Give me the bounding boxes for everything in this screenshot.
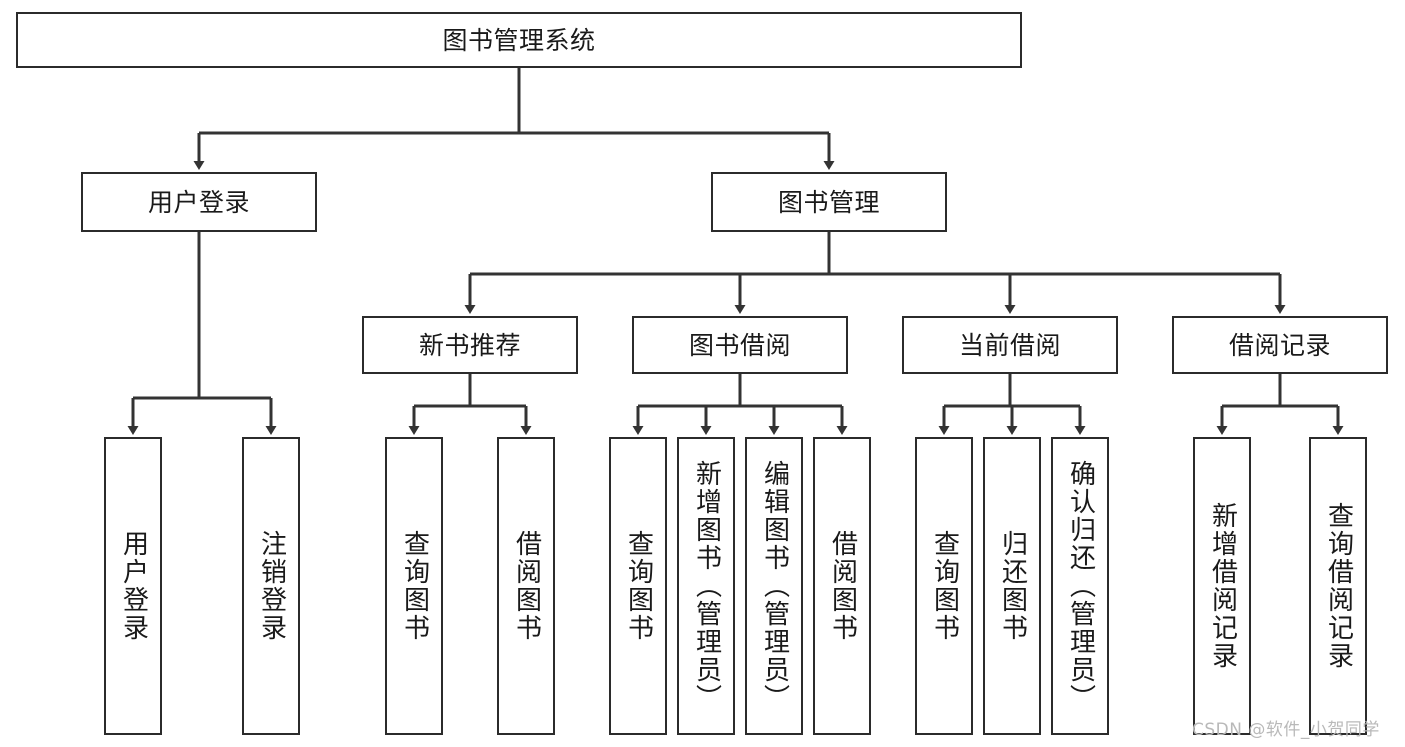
node-book-management[interactable]: 图书管理 xyxy=(711,172,947,232)
leaf-record-add-record[interactable]: 新增借阅记录 xyxy=(1193,437,1251,735)
leaf-current-confirm-return-admin[interactable]: 确认归还（管理员） xyxy=(1051,437,1109,735)
leaf-recommend-borrow-book[interactable]: 借阅图书 xyxy=(497,437,555,735)
leaf-recommend-query-book[interactable]: 查询图书 xyxy=(385,437,443,735)
node-book-borrow[interactable]: 图书借阅 xyxy=(632,316,848,374)
node-label: 查询借阅记录 xyxy=(1323,502,1354,670)
leaf-borrow-add-book-admin[interactable]: 新增图书（管理员） xyxy=(677,437,735,735)
node-label: 图书借阅 xyxy=(688,330,791,360)
node-label: 借阅记录 xyxy=(1228,330,1331,360)
node-root-system[interactable]: 图书管理系统 xyxy=(16,12,1022,68)
leaf-borrow-borrow-book[interactable]: 借阅图书 xyxy=(813,437,871,735)
node-label: 新增图书（管理员） xyxy=(691,460,722,712)
node-label: 编辑图书（管理员） xyxy=(759,460,790,712)
node-borrow-record[interactable]: 借阅记录 xyxy=(1172,316,1388,374)
node-label: 确认归还（管理员） xyxy=(1065,460,1096,712)
node-label: 新增借阅记录 xyxy=(1207,502,1238,670)
node-label: 注销登录 xyxy=(256,530,287,642)
node-new-book-recommend[interactable]: 新书推荐 xyxy=(362,316,578,374)
leaf-borrow-edit-book-admin[interactable]: 编辑图书（管理员） xyxy=(745,437,803,735)
node-label: 图书管理系统 xyxy=(442,25,596,55)
leaf-current-return-book[interactable]: 归还图书 xyxy=(983,437,1041,735)
node-label: 查询图书 xyxy=(929,530,960,642)
leaf-borrow-query-book[interactable]: 查询图书 xyxy=(609,437,667,735)
leaf-record-query-record[interactable]: 查询借阅记录 xyxy=(1309,437,1367,735)
node-label: 新书推荐 xyxy=(418,330,521,360)
node-label: 用户登录 xyxy=(118,530,149,642)
node-label: 用户登录 xyxy=(147,187,250,217)
leaf-user-logout[interactable]: 注销登录 xyxy=(242,437,300,735)
leaf-current-query-book[interactable]: 查询图书 xyxy=(915,437,973,735)
node-label: 归还图书 xyxy=(997,530,1028,642)
node-label: 借阅图书 xyxy=(827,530,858,642)
leaf-user-login[interactable]: 用户登录 xyxy=(104,437,162,735)
node-label: 查询图书 xyxy=(623,530,654,642)
node-user-login[interactable]: 用户登录 xyxy=(81,172,317,232)
node-current-borrow[interactable]: 当前借阅 xyxy=(902,316,1118,374)
node-label: 当前借阅 xyxy=(958,330,1061,360)
node-label: 查询图书 xyxy=(399,530,430,642)
node-label: 图书管理 xyxy=(777,187,880,217)
node-label: 借阅图书 xyxy=(511,530,542,642)
